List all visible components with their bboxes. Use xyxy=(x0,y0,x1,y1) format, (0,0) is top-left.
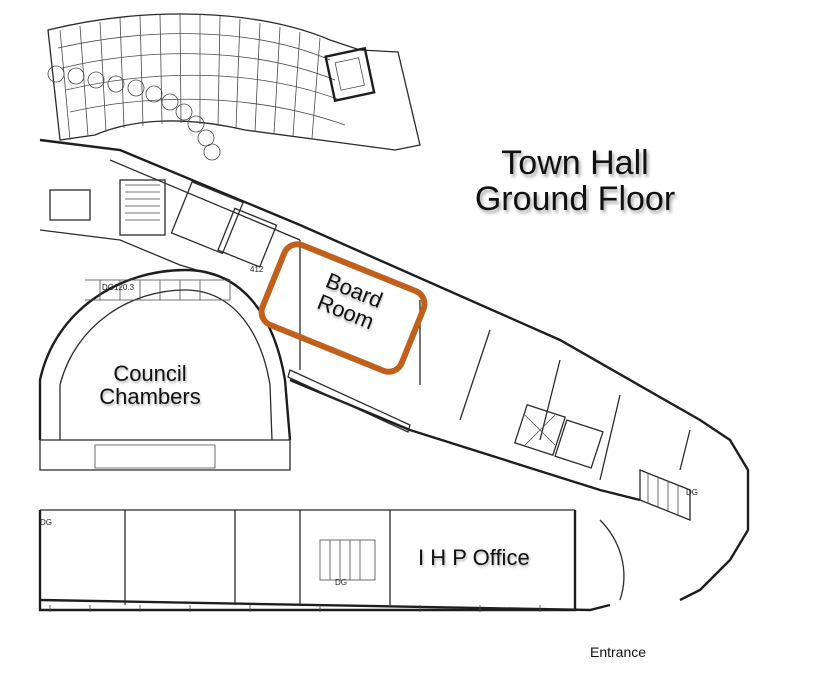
map-title-line1: Town Hall xyxy=(501,144,649,182)
plan-code-dg-1: DG xyxy=(40,518,52,527)
board-room-highlight[interactable] xyxy=(257,240,428,376)
entrance-label[interactable]: Entrance xyxy=(590,644,647,660)
council-chambers-outline xyxy=(38,268,292,471)
ihp-office-label[interactable]: I H P Office xyxy=(418,545,530,570)
council-chambers-label-line2: Chambers xyxy=(99,384,201,410)
map-title-line2: Ground Floor xyxy=(474,179,676,218)
plan-code-dg-2: DG xyxy=(335,578,347,587)
map-title: Town Hall Ground Floor xyxy=(455,144,695,218)
plan-code-412: 412 xyxy=(250,265,264,274)
north-wing xyxy=(47,12,421,161)
plan-code-dg120: DG120.3 xyxy=(102,283,135,292)
plan-code-dg-3: DG xyxy=(686,488,698,497)
main-wing xyxy=(39,138,750,602)
south-rooms xyxy=(38,469,691,612)
council-chambers-label[interactable]: Council Chambers xyxy=(85,362,215,408)
service-core xyxy=(49,179,278,268)
council-chambers-label-line1: Council xyxy=(113,361,187,386)
